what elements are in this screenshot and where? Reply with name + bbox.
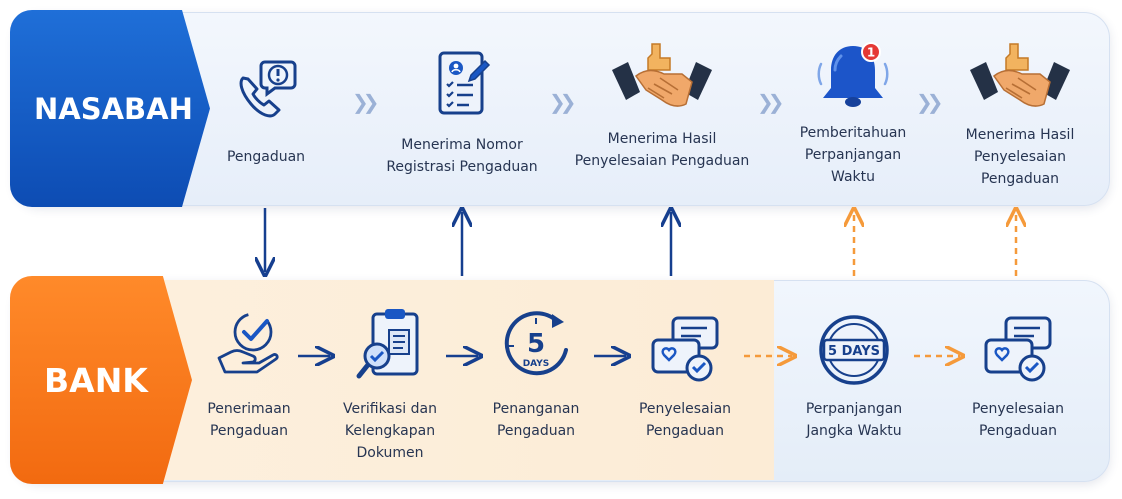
step-label: Penyelesaian Pengaduan [638,401,732,439]
nasabah-step-5: Menerima Hasil Penyelesaian Pengaduan [950,40,1090,190]
clipboard-magnifier-icon [356,309,419,379]
notification-bell-icon: 1 [817,42,889,107]
hand-check-icon [217,312,279,374]
step-label: Penerimaan Pengaduan [207,401,291,439]
bank-step-5: 5 DAYS Perpanjangan Jangka Waktu [792,310,916,442]
handshake-thumbs-up-icon [970,43,1070,107]
nasabah-lane-tag: NASABAH [10,10,210,207]
bank-lane-tag: BANK [10,276,192,484]
nasabah-step-2: Menerima Nomor Registrasi Pengaduan [378,48,546,178]
bank-step-2: Verifikasi dan Kelengkapan Dokumen [330,306,450,464]
bank-step-6: Penyelesaian Pengaduan [954,312,1082,442]
step-label: Menerima Nomor Registrasi Pengaduan [386,137,538,175]
step-label: Pemberitahuan Perpanjangan Waktu [799,125,907,185]
bank-step-3: 5 DAYS Penanganan Pengaduan [474,308,598,442]
nasabah-step-3: Menerima Hasil Penyelesaian Pengaduan [568,40,756,172]
nasabah-step-1: Pengaduan [206,52,326,168]
step-label: Perpanjangan Jangka Waktu [805,401,903,439]
five-days-stamp-icon: 5 DAYS [819,315,889,385]
step-label: Pengaduan [226,149,306,165]
clock-number: 5 [527,329,545,359]
step-label: Menerima Hasil Penyelesaian Pengaduan [965,127,1075,187]
clipboard-form-icon [438,51,491,115]
bank-lane-title: BANK [44,360,148,400]
chat-bubbles-heart-icon [651,316,719,382]
step-label: Penanganan Pengaduan [492,401,580,439]
nasabah-step-4: 1 Pemberitahuan Perpanjangan Waktu [790,38,916,188]
step-label: Penyelesaian Pengaduan [971,401,1065,439]
chat-bubbles-heart-icon [984,316,1052,382]
clock-unit: DAYS [523,359,550,369]
bank-step-1: Penerimaan Pengaduan [194,306,304,442]
five-days-clock-icon: 5 DAYS [504,311,568,376]
bank-step-4: Penyelesaian Pengaduan [622,312,748,442]
step-label: Verifikasi dan Kelengkapan Dokumen [343,401,437,461]
step-label: Menerima Hasil Penyelesaian Pengaduan [574,131,750,169]
notification-badge: 1 [867,46,875,60]
handshake-thumbs-up-icon [612,43,712,107]
stamp-text: 5 DAYS [828,344,880,359]
nasabah-lane-title: NASABAH [34,91,193,126]
phone-alert-icon [239,60,297,118]
